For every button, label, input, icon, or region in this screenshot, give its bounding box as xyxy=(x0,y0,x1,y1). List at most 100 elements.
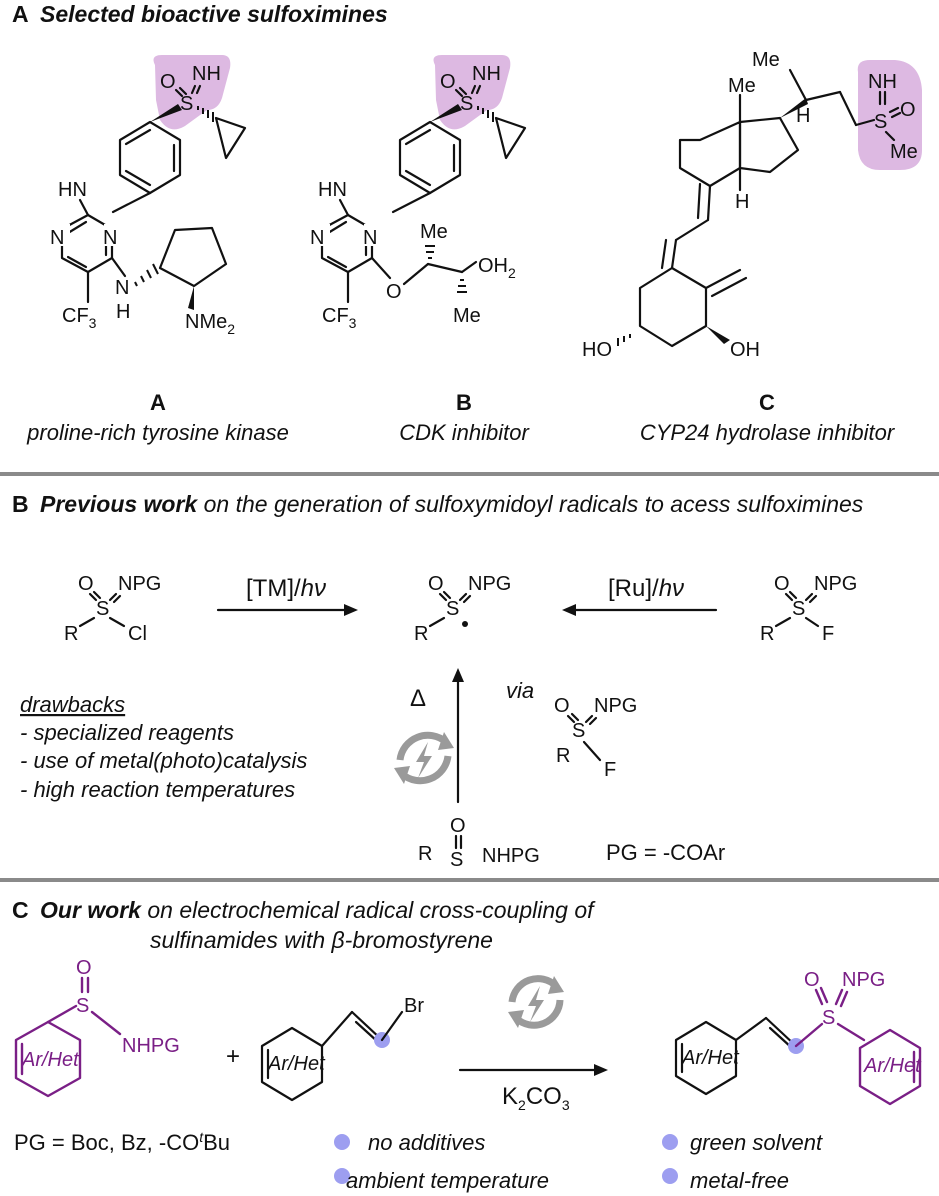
arrow-head xyxy=(562,604,576,616)
benzene-ring-a xyxy=(118,120,182,195)
atom-o: O xyxy=(900,99,916,121)
atom-r: R xyxy=(556,745,570,767)
atom-h: H xyxy=(116,301,130,323)
compound-a-letter: A xyxy=(150,390,166,415)
atom-hn: HN xyxy=(318,179,347,201)
double-bond xyxy=(834,988,844,1006)
atom-me: Me xyxy=(752,49,780,71)
atom-o: O xyxy=(386,281,402,303)
double-bond xyxy=(804,592,814,602)
atom-me: Me xyxy=(728,75,756,97)
bond xyxy=(108,616,126,628)
atom-o: O xyxy=(450,815,466,837)
atom-npg: NPG xyxy=(814,573,857,595)
ring-double-bond xyxy=(124,169,152,187)
atom-nhpg: NHPG xyxy=(122,1035,180,1057)
drawbacks-title: drawbacks xyxy=(20,692,125,717)
bond xyxy=(380,1010,404,1042)
bond xyxy=(90,1010,122,1036)
sulfonimidoyl-fluoride: O NPG S R F xyxy=(760,573,857,645)
atom-s: S xyxy=(76,995,89,1017)
atom-nhpg: NHPG xyxy=(482,845,540,867)
ring-double-bond xyxy=(124,128,152,146)
arrow-right-label: [Ru]/hν xyxy=(608,575,684,602)
atom-n: N xyxy=(310,227,324,249)
sulfoximidoyl-radical: O NPG S R xyxy=(414,573,511,645)
double-bond xyxy=(588,716,598,726)
heat-symbol: Δ xyxy=(410,685,426,712)
bond xyxy=(670,238,678,270)
atom-o: O xyxy=(160,71,176,93)
atom-o: O xyxy=(774,573,790,595)
feature-bullet xyxy=(662,1134,678,1150)
wedge-bond xyxy=(430,104,462,122)
panel-a: A Selected bioactive sulfoximines S O NH xyxy=(12,1,922,445)
wedge-bond xyxy=(188,286,194,310)
bond xyxy=(370,256,392,280)
feature-bullet xyxy=(334,1168,350,1184)
atom-s: S xyxy=(792,598,805,620)
atom-o: O xyxy=(554,695,570,717)
panel-c-letter: C xyxy=(12,897,29,923)
atom-o: O xyxy=(76,957,92,979)
double-bond xyxy=(566,714,576,724)
benzene-ring-b xyxy=(398,120,462,195)
cyclohexane-ring-c xyxy=(678,120,742,188)
double-bond xyxy=(438,592,448,602)
double-bond xyxy=(696,182,702,220)
double-bond xyxy=(442,590,452,600)
double-bond xyxy=(570,712,580,722)
double-bond xyxy=(458,592,468,602)
atom-oh2: OH2 xyxy=(478,255,516,281)
hashed-bond xyxy=(425,245,435,259)
atom-cf3: CF3 xyxy=(322,305,357,331)
double-bond xyxy=(710,276,748,298)
atom-npg: NPG xyxy=(118,573,161,595)
double-bond xyxy=(784,592,794,602)
aryl-ring xyxy=(858,1028,922,1106)
atom-o: O xyxy=(78,573,94,595)
atom-o: O xyxy=(428,573,444,595)
double-bond xyxy=(112,594,122,604)
atom-f: F xyxy=(604,759,616,781)
bond xyxy=(78,616,96,628)
compound-b-caption: CDK inhibitor xyxy=(399,420,530,445)
bromostyrene: Ar/Het Br xyxy=(260,995,424,1102)
atom-nh: NH xyxy=(192,63,221,85)
atom-s: S xyxy=(96,598,109,620)
hashed-bond xyxy=(134,263,159,287)
atom-n: N xyxy=(103,227,117,249)
plus-sign: + xyxy=(226,1043,240,1070)
atom-s: S xyxy=(572,720,585,742)
arrow-head xyxy=(452,668,464,682)
pg-definition-b: PG = -COAr xyxy=(606,840,725,865)
hashed-bond xyxy=(197,106,214,122)
atom-me: Me xyxy=(890,141,918,163)
bond xyxy=(460,260,478,274)
double-bond xyxy=(660,238,668,270)
drawback-item: - specialized reagents xyxy=(20,720,234,745)
ring-label: Ar/Het xyxy=(681,1047,740,1069)
sulfonimidoyl-chloride: O NPG S R Cl xyxy=(64,573,161,645)
bond xyxy=(794,1022,824,1048)
atom-n: N xyxy=(50,227,64,249)
bond xyxy=(110,256,127,278)
sn-double-bond xyxy=(470,84,477,95)
arrow-head xyxy=(594,1064,608,1076)
pg-definition-c: PG = Boc, Bz, -COtBu xyxy=(14,1129,230,1155)
label-mask xyxy=(104,224,122,246)
bond xyxy=(704,268,742,290)
cyclopentane-ring-c xyxy=(738,116,800,174)
atom-f: F xyxy=(822,623,834,645)
ring-double-bond xyxy=(404,169,432,187)
vinyl-sulfoximine-product: Ar/Het S O NPG Ar/Het xyxy=(674,969,922,1106)
compound-c-letter: C xyxy=(759,390,775,415)
panel-c: C Our work on electrochemical radical cr… xyxy=(12,897,922,1193)
label-mask xyxy=(312,224,330,246)
compound-a-structure: S O NH HN N N xyxy=(50,55,247,337)
bond xyxy=(78,198,90,217)
sn-double-bond xyxy=(475,84,482,95)
drawback-item: - high reaction temperatures xyxy=(20,777,295,802)
so-double-bond xyxy=(174,88,184,98)
